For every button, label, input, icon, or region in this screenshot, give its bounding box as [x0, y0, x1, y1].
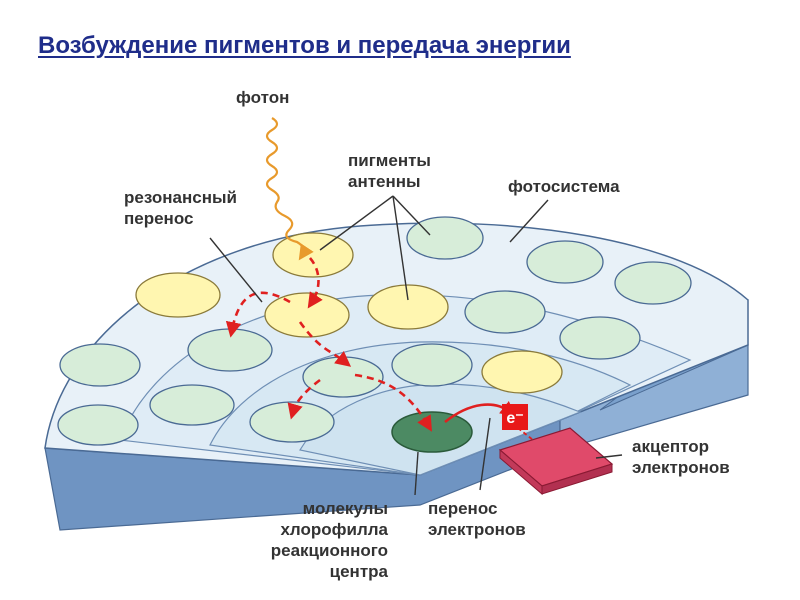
resonance-arrow: [225, 291, 291, 338]
photon-wave: [265, 117, 314, 261]
pigment-disc: [559, 316, 641, 360]
pigment-disc: [57, 404, 139, 446]
reaction-center-label: молекулы хлорофилла реакционного центра: [270, 499, 388, 581]
pigment-disc-excited: [135, 272, 221, 318]
resonance-transfer-label: резонансный перенос: [124, 188, 237, 228]
antenna-pigments-label: пигменты антенны: [348, 151, 431, 191]
pigment-disc: [187, 328, 273, 372]
pigment-disc-excited: [367, 284, 449, 330]
antenna-pigments-green: [57, 216, 692, 446]
photon-label: фотон: [236, 88, 290, 107]
pigment-disc: [149, 384, 235, 426]
pigment-disc: [526, 240, 604, 284]
pigment-disc: [406, 216, 484, 260]
photosystem-label: фотосистема: [508, 177, 620, 196]
leader-lines: [209, 195, 623, 496]
pigment-disc-excited: [272, 232, 354, 278]
resonance-arrow: [287, 378, 321, 420]
electron-badge: [502, 404, 528, 430]
resonance-arrow: [307, 257, 323, 309]
electron-acceptor-label: акцептор электронов: [632, 437, 730, 477]
page-title: Возбуждение пигментов и передача энергии: [38, 32, 571, 59]
electron-badge-label: e⁻: [506, 410, 523, 427]
pigment-disc-excited: [481, 350, 563, 394]
pigment-disc: [614, 261, 692, 305]
pigment-disc: [464, 290, 546, 334]
pigment-disc: [249, 401, 335, 443]
pigment-disc: [59, 343, 141, 387]
resonance-arrows: [225, 257, 433, 432]
pigment-disc: [391, 343, 473, 387]
electron-transfer-label: перенос электронов: [428, 499, 526, 539]
acceptor-front: [499, 448, 543, 496]
reaction-center-chlorophyll: [391, 411, 473, 453]
pigment-disc-excited: [264, 292, 350, 338]
